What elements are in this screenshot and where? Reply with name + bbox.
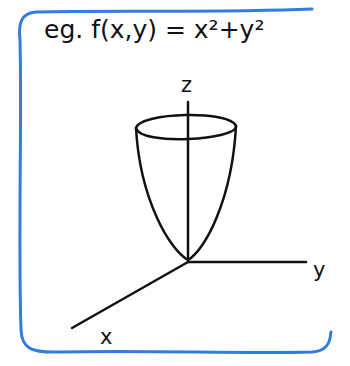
axis-label: x (100, 326, 112, 349)
axis-label: z (181, 74, 192, 97)
formula-text: eg. f(x,y) = x²+y² (44, 16, 264, 44)
blue-bracket (20, 9, 331, 353)
z-axis (187, 102, 190, 262)
x-axis (72, 262, 188, 328)
axis-label: y (313, 259, 325, 282)
paraboloid-sides (136, 126, 236, 260)
paraboloid-rim (136, 115, 236, 139)
y-axis (188, 261, 306, 264)
